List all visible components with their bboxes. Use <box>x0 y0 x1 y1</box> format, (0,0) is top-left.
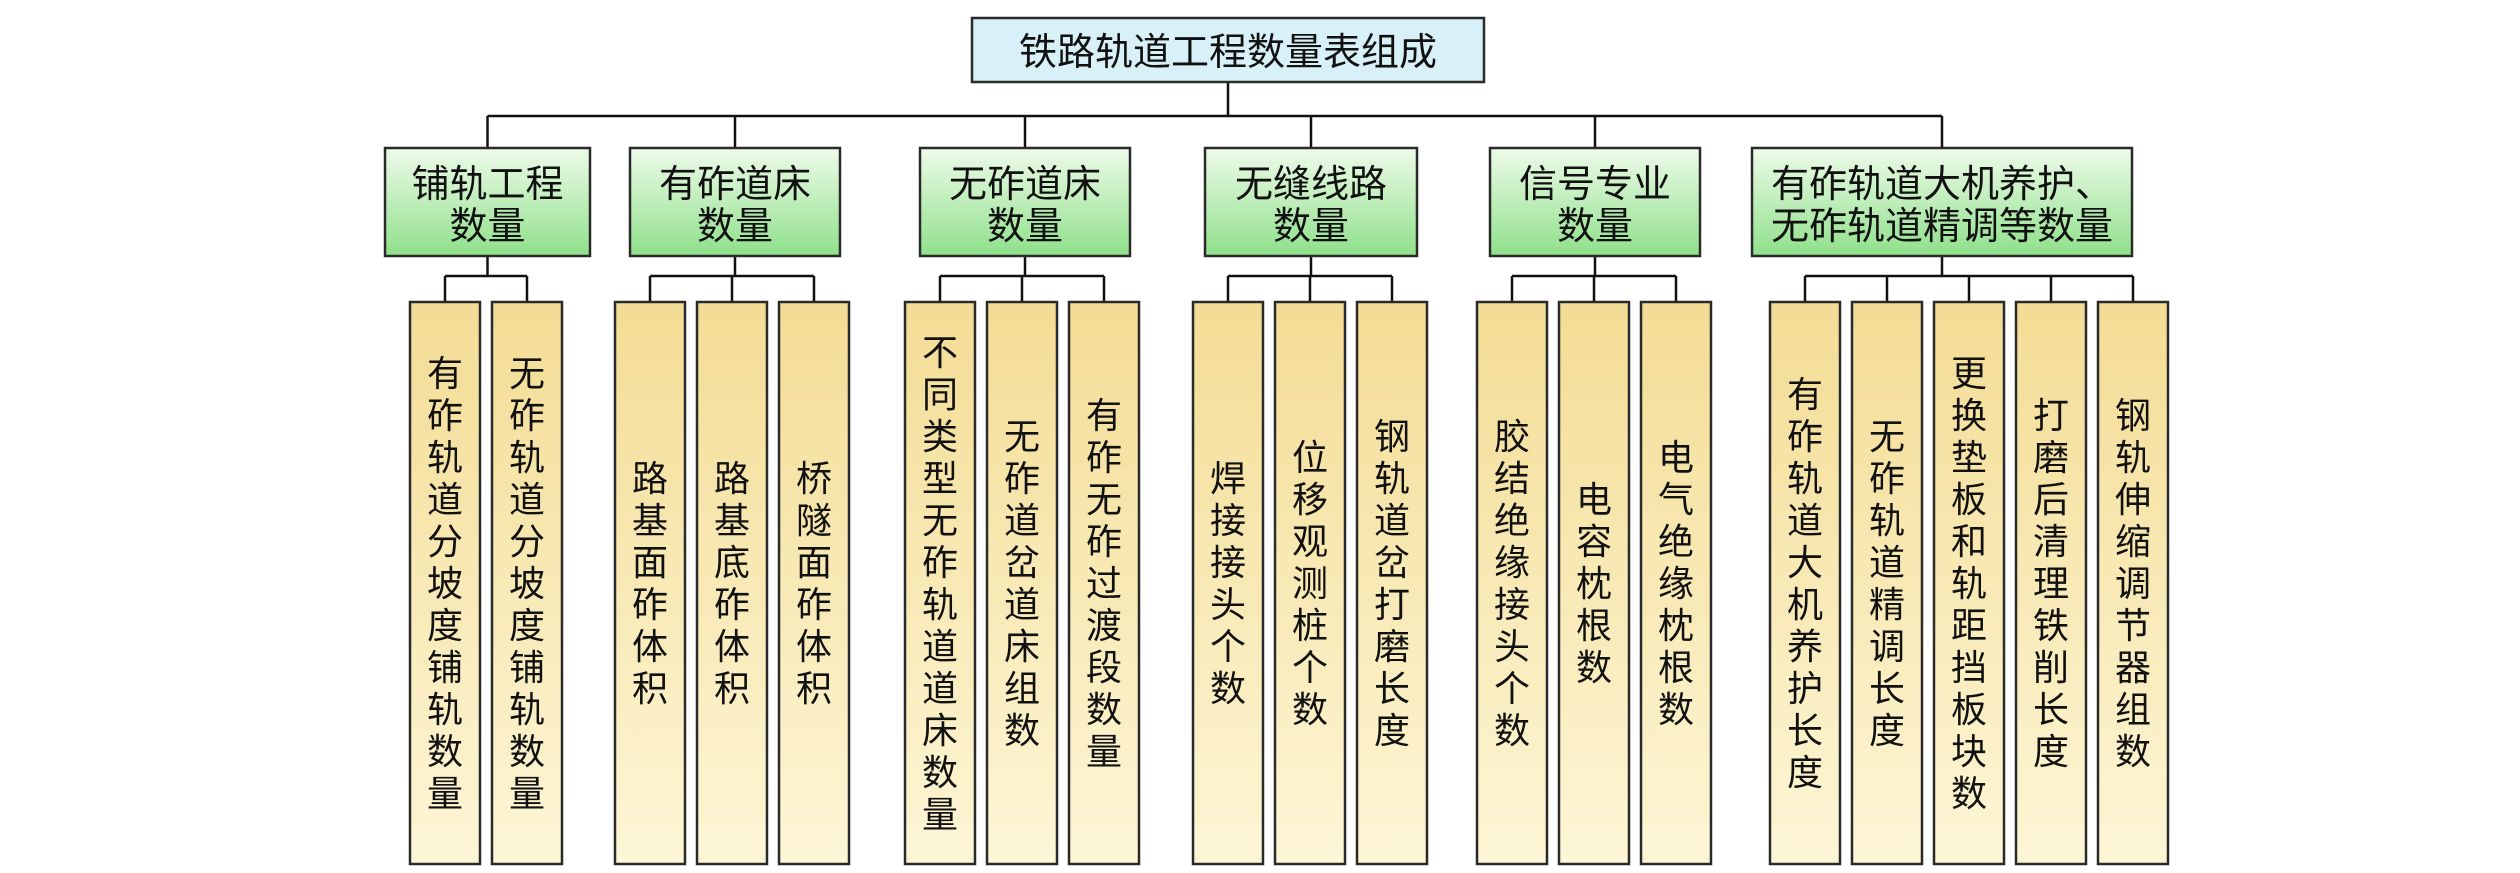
category-box <box>383 146 592 258</box>
leaf-box <box>1067 300 1141 866</box>
leaf-box <box>1768 300 1842 866</box>
leaf-box <box>695 300 769 866</box>
category-label-line: 信号专业 <box>1519 162 1671 206</box>
leaf-node: 路基面砟体积 <box>613 300 687 866</box>
leaf-node: 无砟轨道精调长度 <box>1850 300 1924 866</box>
root-box <box>970 16 1486 84</box>
leaf-label: 无砟轨道分坡度铺轨数量 <box>509 354 545 815</box>
leaf-node: 钢轨道岔打磨长度 <box>1355 300 1429 866</box>
category-box <box>1750 146 2134 258</box>
leaf-node: 打磨后清理铁削长度 <box>2014 300 2088 866</box>
category-box <box>1488 146 1702 258</box>
leaf-label: 电容枕根数 <box>1576 480 1612 689</box>
leaf-box <box>2096 300 2170 866</box>
category-node: 有砟轨道大机养护、无砟轨道精调等数量 <box>1750 146 2134 258</box>
leaf-box <box>777 300 851 866</box>
leaf-box <box>1191 300 1265 866</box>
leaf-label: 无砟轨道精调长度 <box>1869 417 1905 752</box>
leaf-box <box>408 300 482 866</box>
leaf-label: 有砟轨道大机养护长度 <box>1787 375 1823 794</box>
leaf-label: 有砟无砟过渡段数量 <box>1086 396 1122 773</box>
leaf-box <box>613 300 687 866</box>
leaf-box <box>903 300 977 866</box>
category-box <box>918 146 1132 258</box>
leaf-label: 位移观测桩个数 <box>1292 438 1328 731</box>
leaf-node: 胶结绝缘接头个数 <box>1475 300 1549 866</box>
category-box <box>1203 146 1419 258</box>
category-label-line: 数量 <box>697 204 773 248</box>
root-node: 铁路轨道工程数量表组成 <box>970 16 1486 84</box>
leaf-label: 路基底砟体积 <box>714 459 750 710</box>
leaf-label: 有砟轨道分坡度铺轨数量 <box>427 354 463 815</box>
category-label-line: 数量 <box>1273 204 1349 248</box>
leaf-node: 钢轨伸缩调节器组数 <box>2096 300 2170 866</box>
leaf-box <box>1355 300 1429 866</box>
leaf-box <box>1639 300 1713 866</box>
leaf-box <box>1557 300 1631 866</box>
leaf-label: 电气绝缘枕根数 <box>1658 438 1694 731</box>
leaf-node: 位移观测桩个数 <box>1273 300 1347 866</box>
leaf-label: 胶结绝缘接头个数 <box>1494 417 1530 752</box>
category-label-line: 数量 <box>1557 204 1633 248</box>
category-label-line: 无缝线路 <box>1235 162 1387 206</box>
connector-lines <box>443 82 2135 302</box>
leaf-node: 更换垫板和轨距挡板块数 <box>1932 300 2006 866</box>
leaf-node: 电气绝缘枕根数 <box>1639 300 1713 866</box>
leaf-box <box>1475 300 1549 866</box>
leaf-box <box>490 300 564 866</box>
category-label-line: 数量 <box>449 204 525 248</box>
leaf-node: 无砟道岔道床组数 <box>985 300 1059 866</box>
leaf-label: 钢轨道岔打磨长度 <box>1374 417 1410 752</box>
leaf-label: 路基面砟体积 <box>632 459 668 710</box>
leaf-box <box>1273 300 1347 866</box>
leaf-node: 桥隧面砟体积 <box>777 300 851 866</box>
leaf-label: 更换垫板和轨距挡板块数 <box>1951 354 1987 815</box>
category-label-line: 无砟道床 <box>949 162 1101 206</box>
leaf-label: 焊接接头个数 <box>1210 459 1246 710</box>
leaf-label: 不同类型无砟轨道道床数量 <box>922 333 958 836</box>
leaf-box <box>1932 300 2006 866</box>
leaf-nodes: 有砟轨道分坡度铺轨数量 无砟轨道分坡度铺轨数量 路基面砟体积 路基底砟体积 桥隧面砟体积… <box>408 300 2170 866</box>
leaf-box <box>2014 300 2088 866</box>
leaf-label: 桥隧面砟体积 <box>796 459 832 710</box>
leaf-box <box>985 300 1059 866</box>
category-label-line: 有砟道床 <box>659 162 811 206</box>
leaf-label: 钢轨伸缩调节器组数 <box>2115 396 2151 773</box>
category-label-line: 有砟轨道大机养护、 <box>1771 162 2113 206</box>
leaf-label: 打磨后清理铁削长度 <box>2033 396 2069 773</box>
leaf-node: 有砟轨道大机养护长度 <box>1768 300 1842 866</box>
category-label-line: 无砟轨道精调等数量 <box>1771 204 2113 248</box>
leaf-node: 无砟轨道分坡度铺轨数量 <box>490 300 564 866</box>
leaf-node: 电容枕根数 <box>1557 300 1631 866</box>
leaf-node: 不同类型无砟轨道道床数量 <box>903 300 977 866</box>
leaf-box <box>1850 300 1924 866</box>
leaf-node: 有砟无砟过渡段数量 <box>1067 300 1141 866</box>
leaf-label: 无砟道岔道床组数 <box>1004 417 1040 752</box>
root-label: 铁路轨道工程数量表组成 <box>1019 30 1437 74</box>
leaf-node: 路基底砟体积 <box>695 300 769 866</box>
category-box <box>628 146 842 258</box>
category-label-line: 数量 <box>987 204 1063 248</box>
category-label-line: 铺轨工程 <box>411 162 563 206</box>
category-nodes: 铺轨工程数量有砟道床数量无砟道床数量无缝线路数量信号专业数量有砟轨道大机养护、无… <box>383 146 2134 258</box>
leaf-node: 有砟轨道分坡度铺轨数量 <box>408 300 482 866</box>
leaf-node: 焊接接头个数 <box>1191 300 1265 866</box>
